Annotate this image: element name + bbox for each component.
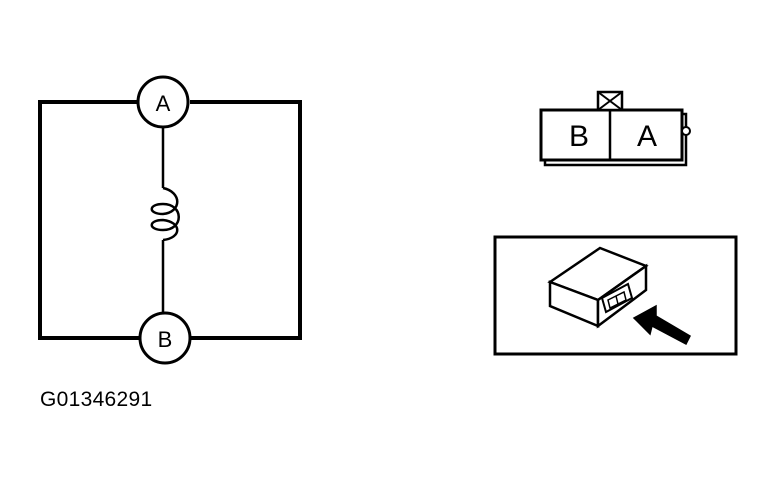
connector-pin-a-label: A — [637, 120, 657, 153]
circuit-diagram — [38, 100, 302, 340]
terminal-b-label: B — [158, 327, 173, 352]
figure-code: G01346291 — [40, 388, 153, 411]
terminal-a-label: A — [156, 91, 171, 116]
terminal-a: A — [136, 75, 190, 129]
location-inset — [493, 235, 738, 356]
connector-pin-b-label: B — [569, 120, 589, 153]
terminal-b: B — [138, 311, 192, 365]
arrow-icon — [632, 304, 691, 346]
connector-nub — [681, 126, 691, 136]
coil-icon — [150, 186, 180, 242]
latch-icon — [596, 90, 624, 112]
circuit-wire-loop — [38, 100, 302, 340]
connector-body — [539, 108, 684, 162]
connector-face: B A — [539, 90, 691, 167]
connector-shadow — [543, 112, 688, 167]
module-box-icon — [547, 246, 649, 329]
